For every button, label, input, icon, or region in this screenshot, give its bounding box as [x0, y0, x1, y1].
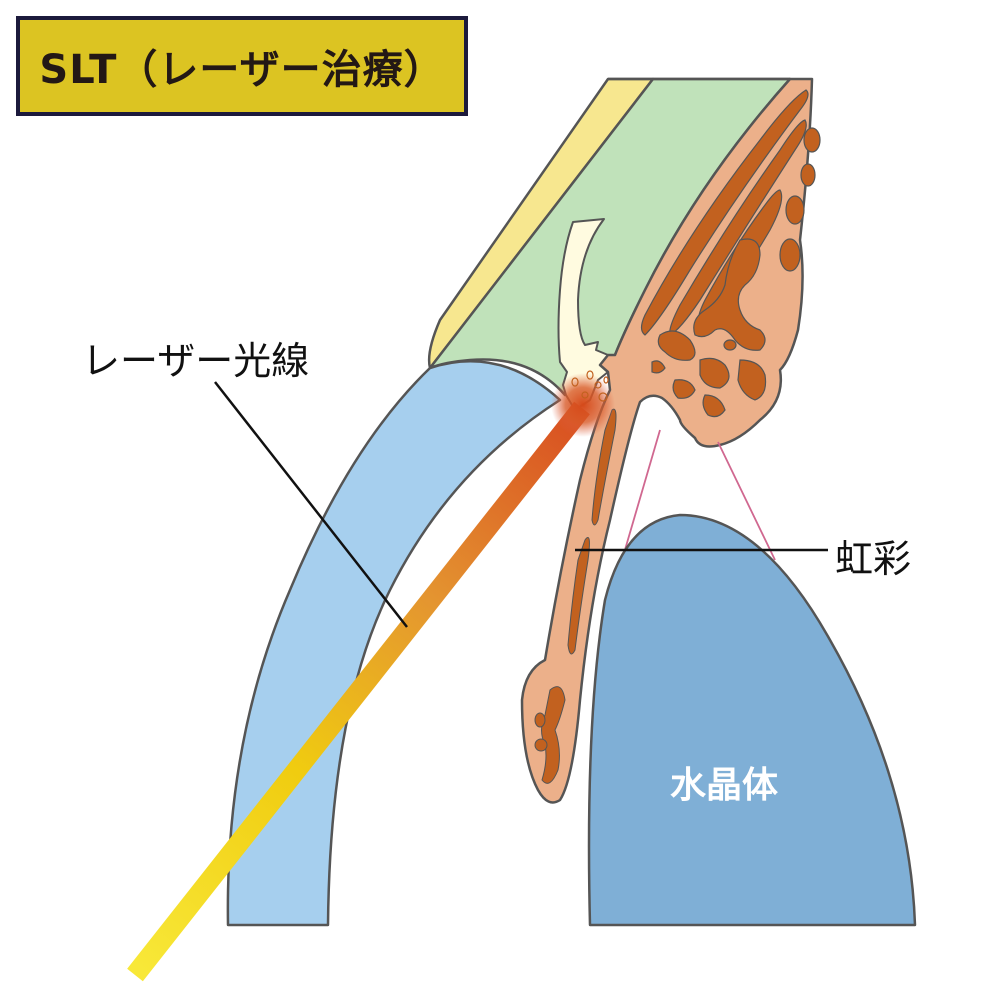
iris-pigment — [534, 408, 617, 784]
laser-bubbles — [571, 370, 609, 402]
iris-label: 虹彩 — [835, 537, 912, 581]
lens-label: 水晶体 — [670, 765, 779, 806]
title-text: SLT（レーザー治療） — [39, 47, 445, 93]
zonule-fibers — [621, 429, 776, 561]
laser-leader-line — [214, 381, 408, 628]
title-banner: SLT（レーザー治療） — [16, 16, 468, 116]
trabecular-meshwork — [557, 218, 609, 411]
ciliary-muscle-fibers — [640, 89, 821, 418]
laser-beam-label: レーザー光線 — [82, 339, 310, 383]
laser-beam — [127, 401, 590, 982]
lens — [587, 513, 917, 927]
laser-target-glow — [551, 373, 615, 437]
